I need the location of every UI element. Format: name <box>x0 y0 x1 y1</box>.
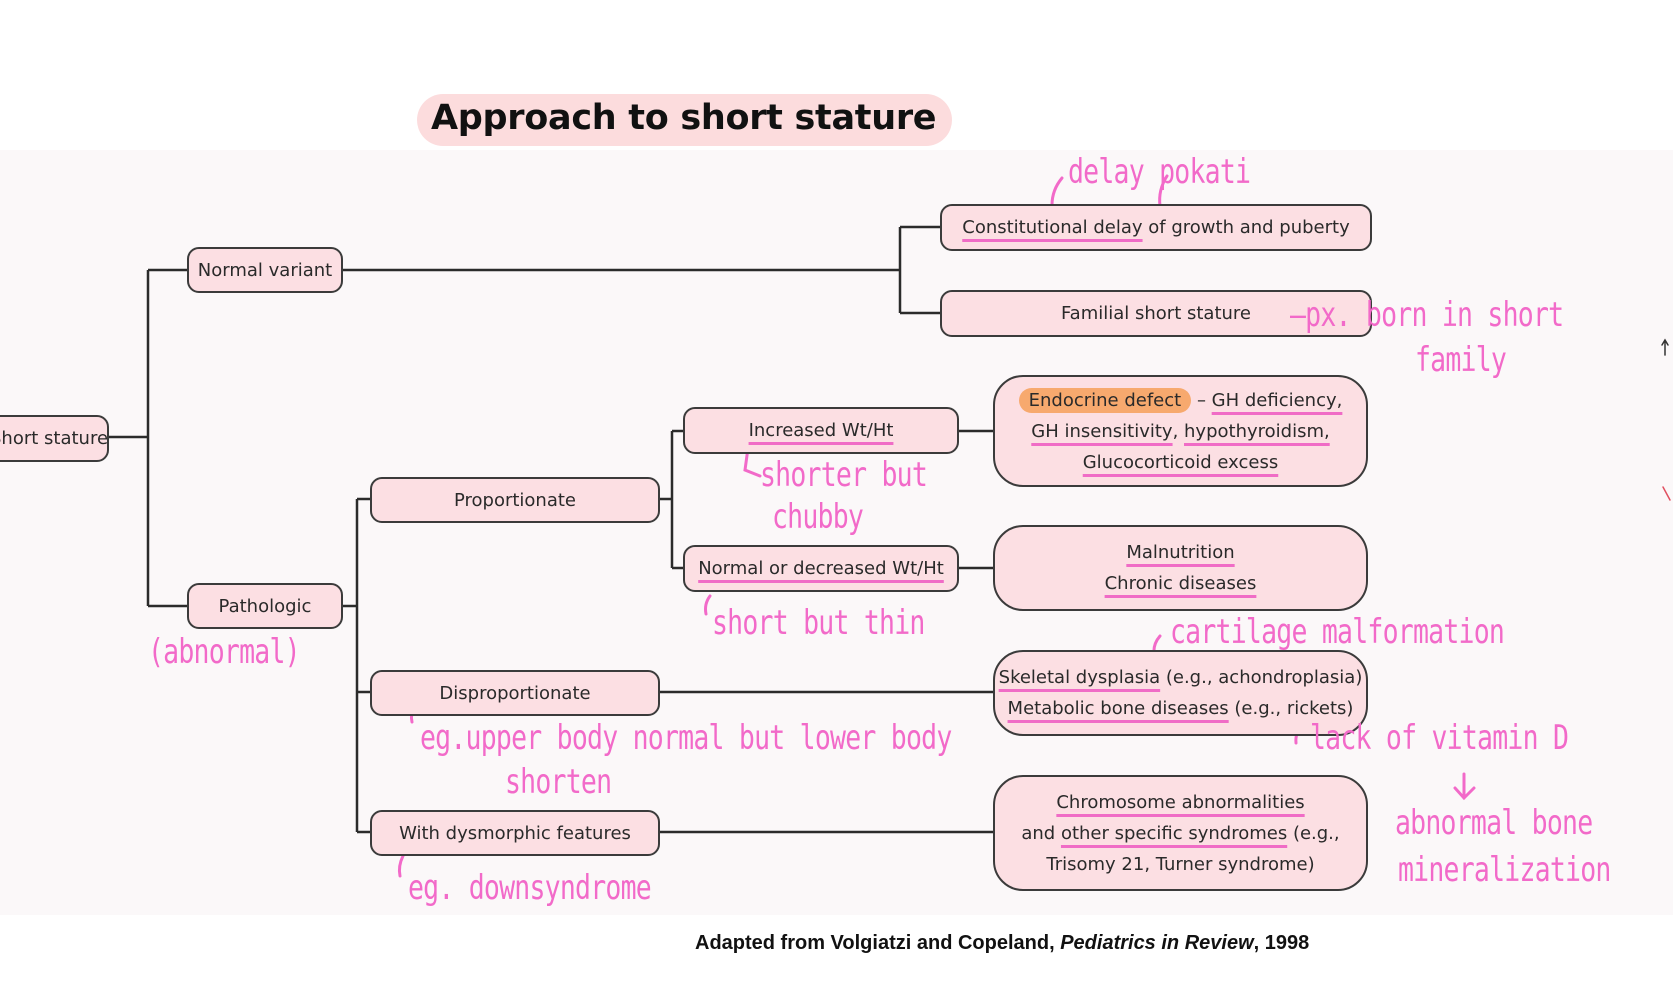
citation-prefix: Adapted from Volgiatzi and Copeland, <box>695 932 1061 954</box>
and-word: and <box>1021 822 1061 844</box>
annotation-familial: —px. born in short <box>1290 295 1564 335</box>
constitutional-delay-term: Constitutional delay <box>962 217 1143 238</box>
citation-suffix: , 1998 <box>1253 932 1310 954</box>
node-dysmorphic-features: With dysmorphic features <box>370 810 660 856</box>
annotation-mineralization: mineralization <box>1398 850 1611 890</box>
annotation-upper-body-2: shorten <box>505 762 612 802</box>
hypothyroidism-term: hypothyroidism, <box>1184 420 1330 442</box>
malnutrition-line: Malnutrition <box>1126 537 1234 568</box>
chronic-line: Chronic diseases <box>1105 568 1257 599</box>
diagram-title: Approach to short stature <box>431 98 937 138</box>
glucocorticoid-term: Glucocorticoid excess <box>1082 451 1279 473</box>
annotation-chubby-1: shorter but <box>760 455 928 495</box>
eg-open: (e.g., <box>1287 822 1340 844</box>
annotation-down-syndrome: eg. downsyndrome <box>408 868 652 908</box>
title-pill <box>417 94 952 146</box>
citation-journal: Pediatrics in Review <box>1060 932 1254 954</box>
constitutional-line: Constitutional delay of growth and puber… <box>962 217 1350 238</box>
chromosome-term: Chromosome abnormalities <box>1056 791 1305 813</box>
node-skeletal-dysplasia: Skeletal dysplasia (e.g., achondroplasia… <box>993 650 1368 736</box>
pathologic-label: Pathologic <box>218 595 312 617</box>
endocrine-defect-highlight: Endocrine defect <box>1018 387 1192 413</box>
endocrine-line-2: GH insensitivity, hypothyroidism, <box>1031 416 1329 447</box>
node-normal-decreased-wt-ht: Normal or decreased Wt/Ht <box>683 545 959 592</box>
malnutrition-term: Malnutrition <box>1126 542 1235 563</box>
familial-label: Familial short stature <box>1060 303 1251 324</box>
endocrine-dash: – <box>1191 389 1212 411</box>
node-normal-variant: Normal variant <box>187 247 343 293</box>
chronic-diseases-term: Chronic diseases <box>1104 573 1257 594</box>
endocrine-line-1: Endocrine defect – GH deficiency, <box>1018 385 1343 416</box>
node-endocrine-defect: Endocrine defect – GH deficiency, GH ins… <box>993 375 1368 487</box>
annotation-delay: delay pokati <box>1068 152 1251 192</box>
metabolic-example: (e.g., rickets) <box>1228 698 1354 719</box>
node-familial-short-stature: Familial short stature <box>940 290 1372 337</box>
increased-label: Increased Wt/Ht <box>748 420 894 441</box>
constitutional-rest: of growth and puberty <box>1142 217 1350 238</box>
proportionate-label: Proportionate <box>453 489 577 511</box>
annotation-vitamin-d: lack of vitamin D <box>1310 718 1569 758</box>
chromosome-line: Chromosome abnormalities <box>1056 787 1304 818</box>
metabolic-bone-term: Metabolic bone diseases <box>1007 698 1229 719</box>
annotation-familial-2: family <box>1415 340 1507 380</box>
annotation-upper-body: eg.upper body normal but lower body <box>420 718 952 758</box>
root-label: Short stature <box>0 428 109 449</box>
gh-insensitivity-term: GH insensitivity <box>1031 420 1173 442</box>
skeletal-example: (e.g., achondroplasia) <box>1160 667 1363 688</box>
comma-separator: , <box>1172 420 1185 442</box>
syndromes-line: and other specific syndromes (e.g., <box>1021 818 1339 849</box>
annotation-chubby-2: chubby <box>772 497 864 537</box>
node-increased-wt-ht: Increased Wt/Ht <box>683 407 959 454</box>
node-chromosome-abnormalities: Chromosome abnormalities and other speci… <box>993 775 1368 891</box>
dysmorphic-label: With dysmorphic features <box>399 822 631 844</box>
trisomy-line: Trisomy 21, Turner syndrome) <box>1046 853 1315 875</box>
endocrine-line-3: Glucocorticoid excess <box>1083 447 1279 478</box>
node-pathologic: Pathologic <box>187 583 343 629</box>
other-syndromes-term: other specific syndromes <box>1060 822 1288 844</box>
node-short-stature: Short stature <box>0 415 109 462</box>
normal-variant-label: Normal variant <box>197 259 333 281</box>
annotation-abnormal-bone: abnormal bone <box>1395 803 1593 843</box>
node-malnutrition: Malnutrition Chronic diseases <box>993 525 1368 611</box>
annotation-abnormal: (abnormal) <box>148 632 301 672</box>
annotation-cartilage: cartilage malformation <box>1170 612 1505 652</box>
annotation-thin: short but thin <box>712 603 925 643</box>
disproportionate-label: Disproportionate <box>439 682 591 704</box>
node-disproportionate: Disproportionate <box>370 670 660 716</box>
gh-deficiency-term: GH deficiency, <box>1211 389 1343 411</box>
skeletal-dysplasia-term: Skeletal dysplasia <box>998 667 1161 688</box>
skeletal-line: Skeletal dysplasia (e.g., achondroplasia… <box>999 662 1363 693</box>
node-proportionate: Proportionate <box>370 477 660 523</box>
node-constitutional-delay: Constitutional delay of growth and puber… <box>940 204 1372 251</box>
citation-footer: Adapted from Volgiatzi and Copeland, Ped… <box>695 932 1309 955</box>
normal-decreased-label: Normal or decreased Wt/Ht <box>698 558 944 579</box>
metabolic-line: Metabolic bone diseases (e.g., rickets) <box>1008 693 1354 724</box>
